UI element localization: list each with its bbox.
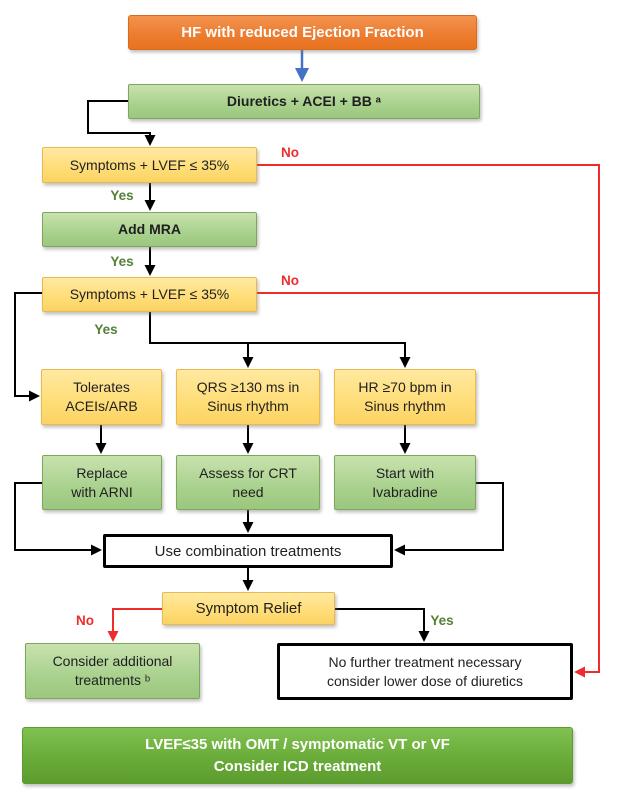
node-consider-additional-treatments: Consider additional treatments ᵇ bbox=[25, 643, 200, 699]
red-connectors bbox=[107, 164, 600, 678]
node-symptom-relief: Symptom Relief bbox=[162, 592, 335, 625]
node-assess-crt: Assess for CRT need bbox=[176, 455, 320, 510]
node-use-combination-treatments: Use combination treatments bbox=[103, 534, 393, 568]
node-qrs-sinus-rhythm: QRS ≥130 ms in Sinus rhythm bbox=[176, 369, 320, 425]
node-start-ivabradine: Start with Ivabradine bbox=[334, 455, 476, 510]
node-symptoms-lvef-1: Symptoms + LVEF ≤ 35% bbox=[42, 147, 257, 183]
node-add-mra: Add MRA bbox=[42, 212, 257, 247]
edge-label-yes-3: Yes bbox=[94, 322, 118, 337]
node-symptoms-lvef-2: Symptoms + LVEF ≤ 35% bbox=[42, 277, 257, 312]
edge-label-yes-1: Yes bbox=[110, 188, 134, 203]
node-no-further-treatment: No further treatment necessary consider … bbox=[277, 643, 573, 700]
edge-label-no-1: No bbox=[281, 145, 299, 160]
node-tolerates-acei-arb: Tolerates ACEIs/ARB bbox=[41, 369, 162, 425]
node-replace-with-arni: Replace with ARNI bbox=[42, 455, 162, 510]
edge-label-no-3: No bbox=[76, 613, 94, 628]
node-first-line-therapy: Diuretics + ACEI + BB ᵃ bbox=[128, 84, 480, 119]
black-connectors bbox=[14, 100, 504, 642]
edge-label-yes-2: Yes bbox=[110, 254, 134, 269]
edge-label-yes-4: Yes bbox=[430, 613, 454, 628]
node-hf-reduced-ef: HF with reduced Ejection Fraction bbox=[128, 15, 477, 50]
node-icd-banner: LVEF≤35 with OMT / symptomatic VT or VF … bbox=[22, 727, 573, 784]
node-hr-sinus-rhythm: HR ≥70 bpm in Sinus rhythm bbox=[334, 369, 476, 425]
edge-label-no-2: No bbox=[281, 273, 299, 288]
